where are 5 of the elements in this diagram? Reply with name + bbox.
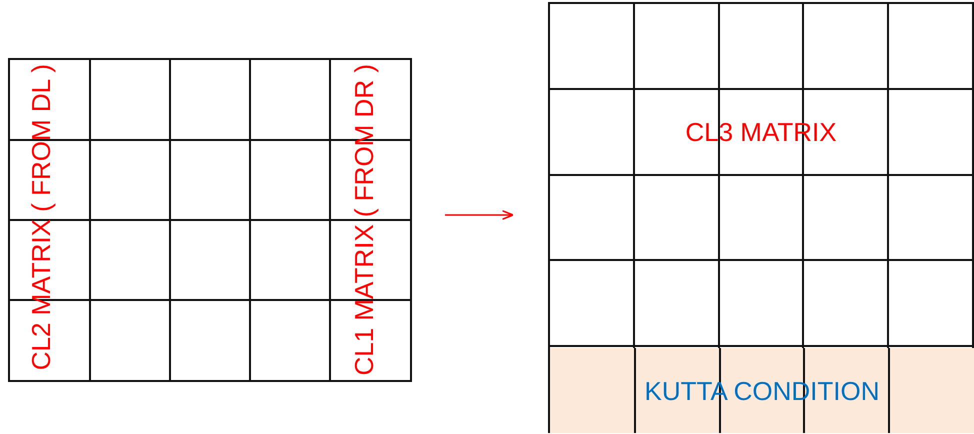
matrix-grid (548, 2, 974, 433)
arrow (445, 210, 514, 220)
matrix-label: CL1 MATRIX ( FROM DR ) (351, 64, 377, 376)
matrix-grid (8, 58, 412, 382)
matrix-label: CL2 MATRIX ( FROM DL ) (28, 64, 54, 370)
